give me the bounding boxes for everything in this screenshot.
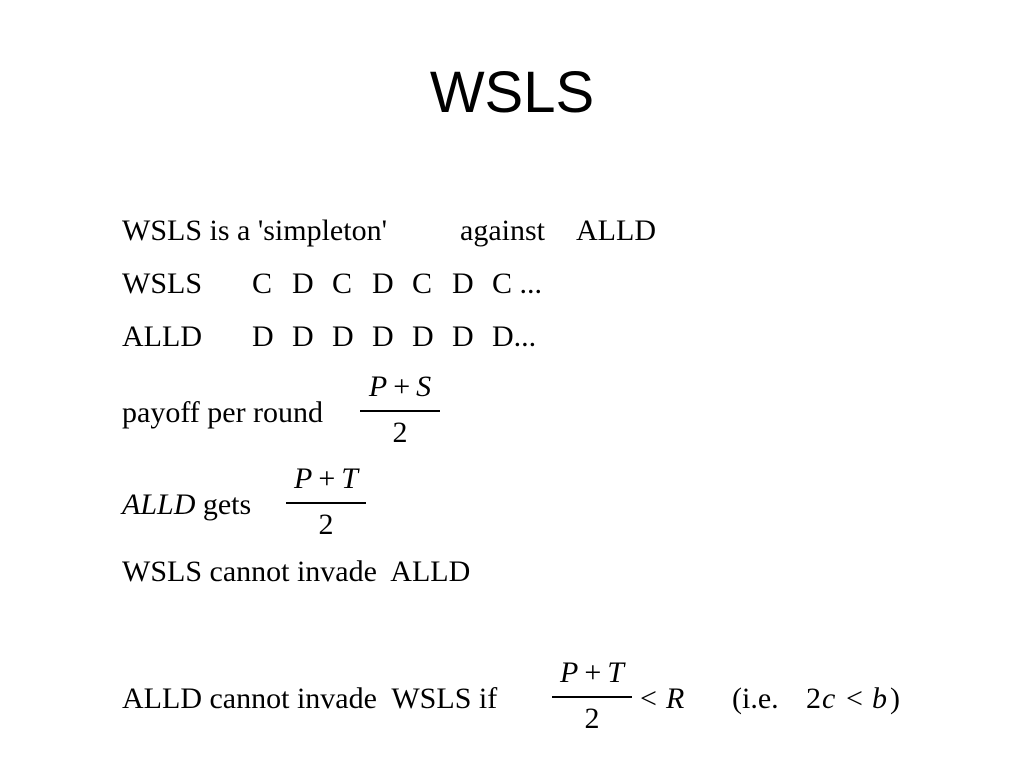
frac-num-t: T: [607, 656, 624, 689]
wsls-move: C: [332, 267, 353, 300]
ie-two: 2: [806, 682, 821, 715]
alld-gets-line: ALLD gets P+T 2: [122, 462, 382, 552]
frac-den: 2: [392, 415, 408, 449]
wsls-move: C: [412, 267, 433, 300]
payoff-label: payoff per round: [122, 396, 324, 429]
alld-gets-fraction: P+T 2: [286, 462, 366, 542]
frac-num-t: T: [341, 462, 358, 495]
frac-num-p: P: [368, 370, 388, 403]
fraction-bar: [552, 696, 632, 698]
wsls-move: D: [452, 267, 474, 300]
frac-num-p: P: [294, 462, 313, 495]
payoff-fraction: P+S 2: [360, 370, 440, 450]
frac-num-s: S: [416, 370, 432, 403]
plus-sign: +: [318, 462, 336, 495]
frac-num-p: P: [560, 656, 579, 689]
alld-move: D: [292, 320, 314, 353]
plus-sign: +: [393, 370, 411, 403]
gets-text: gets: [202, 488, 252, 521]
against-text: against: [460, 214, 545, 247]
plus-sign: +: [584, 656, 602, 689]
line-simpleton: WSLS is a 'simpleton' against ALLD: [122, 214, 682, 254]
payoff-line: payoff per round P+S 2: [122, 370, 462, 460]
alld-move: D: [252, 320, 274, 353]
ie-open: (i.e.: [732, 682, 779, 715]
fraction-bar: [360, 410, 440, 412]
alld-move: D: [332, 320, 354, 353]
alld-row-label: ALLD: [122, 320, 202, 353]
wsls-move: D: [292, 267, 314, 300]
wsls-move: C: [252, 267, 273, 300]
alld-gets-label: ALLD gets: [122, 488, 251, 522]
alld-cannot-invade-label: ALLD cannot invade WSLS if: [122, 682, 498, 715]
frac-den: 2: [318, 507, 334, 541]
wsls-cannot-invade: WSLS cannot invade ALLD: [122, 555, 471, 588]
alld-italic: ALLD: [122, 488, 196, 521]
alld-move: D: [452, 320, 474, 353]
alld-cannot-invade-line: ALLD cannot invade WSLS if P+T 2 < R (i.…: [122, 656, 922, 746]
ie-b: b: [872, 682, 887, 715]
alld-move: D...: [492, 320, 537, 353]
ie-c: c: [822, 682, 836, 715]
frac-den: 2: [584, 701, 600, 735]
ie-close: ): [890, 682, 900, 715]
wsls-row-label: WSLS: [122, 267, 203, 300]
wsls-move: D: [372, 267, 394, 300]
ie-less-than: <: [846, 682, 863, 715]
opponent-text: ALLD: [576, 214, 656, 247]
condition-fraction: P+T 2: [552, 656, 632, 736]
alld-move: D: [412, 320, 434, 353]
less-than-sign: <: [640, 682, 657, 715]
alld-move: D: [372, 320, 394, 353]
simpleton-text: WSLS is a 'simpleton': [122, 214, 387, 247]
reward-r: R: [666, 682, 685, 715]
slide-title: WSLS: [429, 60, 595, 125]
fraction-bar: [286, 502, 366, 504]
wsls-move: C ...: [492, 267, 543, 300]
